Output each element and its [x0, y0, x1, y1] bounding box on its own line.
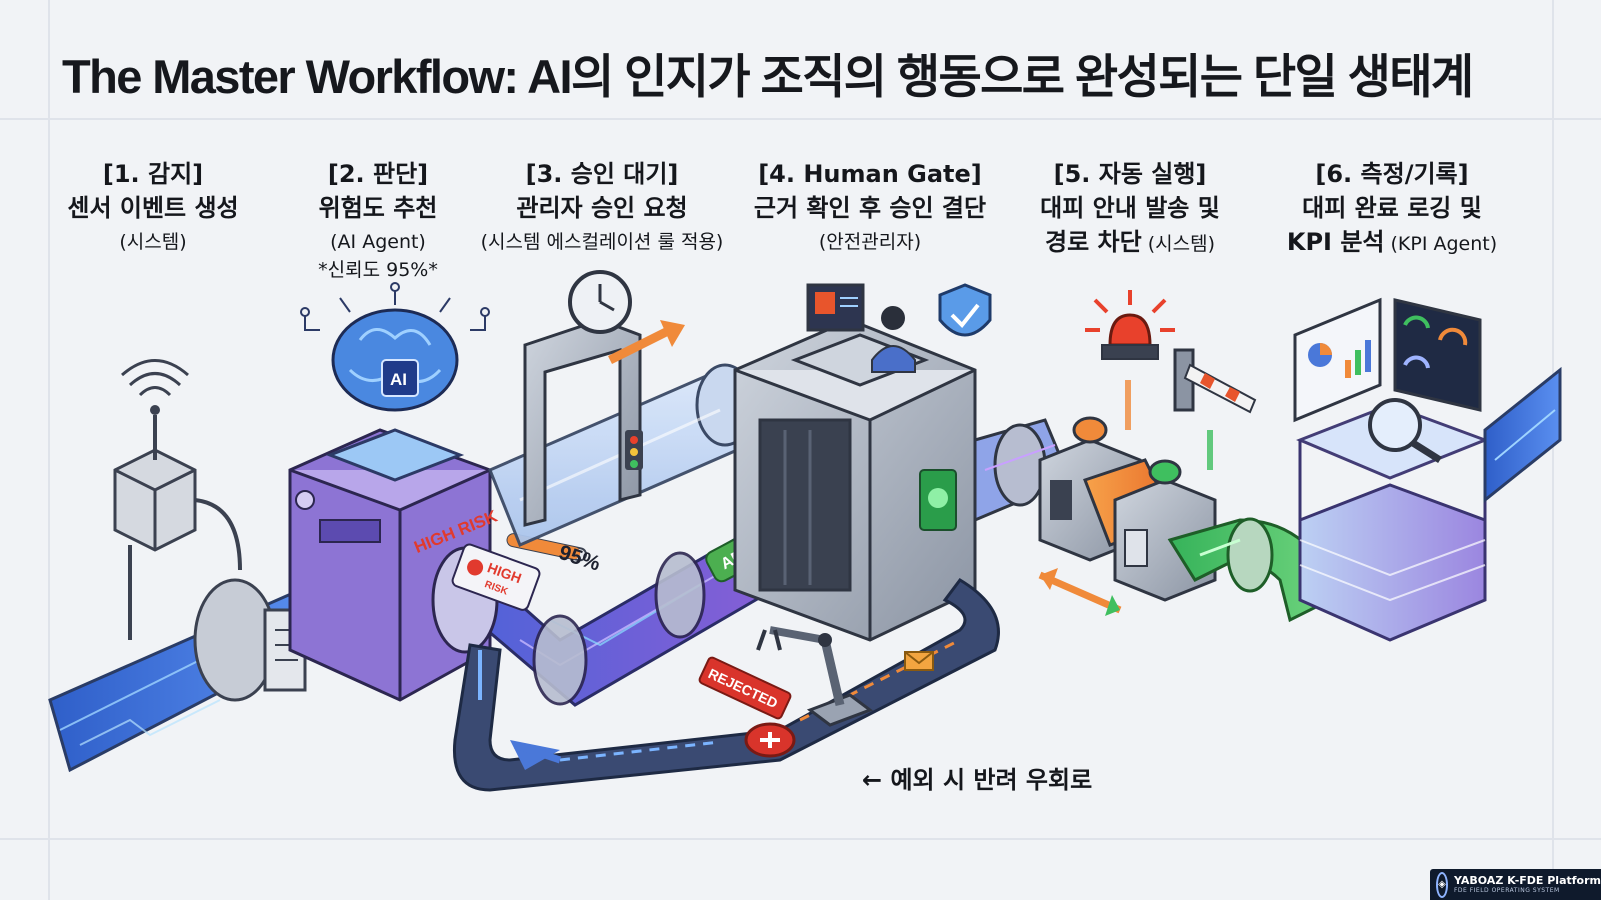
step-1-desc: 센서 이벤트 생성 — [67, 194, 239, 222]
ai-chip-label: AI — [390, 370, 407, 389]
shield-check-icon — [938, 283, 992, 337]
grid-line — [0, 118, 1601, 120]
step-5-desc: 대피 안내 발송 및 — [1040, 194, 1220, 222]
step-6-bold: KPI 분석 — [1286, 228, 1385, 256]
magnifier-icon — [1368, 398, 1442, 463]
step-6-measure: [6. 측정/기록] 대피 완료 로깅 및 KPI 분석 (KPI Agent) — [1262, 157, 1522, 261]
brand-tagline: FDE FIELD OPERATING SYSTEM — [1453, 886, 1560, 894]
robot-arm-icon — [756, 626, 874, 727]
step-1-head: [1. 감지] — [102, 160, 204, 188]
safety-manager-person-icon — [871, 306, 916, 373]
step-6-line2: KPI 분석 (KPI Agent) — [1262, 225, 1522, 261]
high-risk-tag: HIGH RISK — [451, 543, 541, 611]
step-4-desc: 근거 확인 후 승인 결단 — [753, 194, 987, 222]
step-5-bold: 경로 차단 — [1045, 228, 1142, 256]
step-3-approval-wait: [3. 승인 대기] 관리자 승인 요청 (시스템 에스컬레이션 룰 적용) — [472, 157, 732, 259]
step-6-head: [6. 측정/기록] — [1315, 160, 1469, 188]
sensor-device — [113, 359, 242, 640]
step-5-line2: 경로 차단 (시스템) — [1000, 225, 1260, 261]
bidirectional-arrow-right-icon — [1105, 595, 1120, 616]
rejected-badge: REJECTED — [698, 656, 792, 720]
brand-text: YABOAZ K-FDE Platform FDE FIELD OPERATIN… — [1453, 873, 1601, 895]
bypass-route-label: ← 예외 시 반려 우회로 — [862, 766, 1093, 794]
step-5-actor: (시스템) — [1141, 233, 1215, 255]
envelope-icon — [904, 651, 934, 671]
step-6-actor: (KPI Agent) — [1384, 233, 1498, 255]
step-4-actor: (안전관리자) — [818, 231, 922, 253]
step-2-confidence: *신뢰도 95%* — [318, 259, 438, 281]
step-1-actor: (시스템) — [119, 231, 187, 253]
step-5-head: [5. 자동 실행] — [1053, 160, 1207, 188]
human-gate — [733, 318, 977, 642]
kpi-dashboard-icon — [1293, 297, 1482, 423]
step-4-head: [4. Human Gate] — [758, 160, 982, 188]
step-4-human-gate: [4. Human Gate] 근거 확인 후 승인 결단 (안전관리자) — [740, 157, 1000, 259]
confidence-label: 95% — [556, 541, 603, 576]
grid-line — [48, 0, 50, 900]
alarm-siren-icon — [1085, 290, 1175, 360]
ai-brain-icon: AI — [300, 282, 490, 482]
step-5-auto-exec: [5. 자동 실행] 대피 안내 발송 및 경로 차단 (시스템) — [1000, 157, 1260, 261]
grid-line — [1552, 0, 1554, 900]
bypass-arrow-shaft-icon — [513, 741, 562, 764]
pipe-output-section — [1483, 366, 1562, 504]
brand-logo-icon: ◈ — [1436, 871, 1448, 898]
step-2-desc: 위험도 추천 — [318, 194, 438, 222]
step-1-sense: [1. 감지] 센서 이벤트 생성 (시스템) — [23, 157, 283, 259]
grid-line — [0, 838, 1601, 840]
bidirectional-arrow-icon — [1038, 571, 1122, 614]
brand-badge: ◈ YABOAZ K-FDE Platform FDE FIELD OPERAT… — [1430, 869, 1601, 900]
clock-icon — [568, 270, 632, 334]
bidirectional-arrow-left-icon — [1040, 568, 1058, 590]
step-3-actor: (시스템 에스컬레이션 룰 적용) — [480, 231, 724, 253]
brand-name: YABOAZ K-FDE Platform — [1453, 873, 1601, 887]
step-3-desc: 관리자 승인 요청 — [516, 194, 688, 222]
reject-stop-icon — [744, 722, 796, 758]
step-6-desc: 대피 완료 로깅 및 — [1302, 194, 1482, 222]
step-3-head: [3. 승인 대기] — [525, 160, 679, 188]
escalation-arrow-icon — [607, 325, 673, 365]
step-2-head: [2. 판단] — [327, 160, 429, 188]
approval-wait-gate — [523, 318, 643, 527]
step-2-judge: [2. 판단] 위험도 추천 (AI Agent) *신뢰도 95%* — [248, 157, 508, 281]
step-2-actor: (AI Agent) — [330, 231, 426, 253]
escalation-arrow-head-icon — [660, 320, 685, 347]
road-barrier-icon — [1173, 348, 1257, 414]
page-title: The Master Workflow: AI의 인지가 조직의 행동으로 완성… — [62, 50, 1474, 103]
